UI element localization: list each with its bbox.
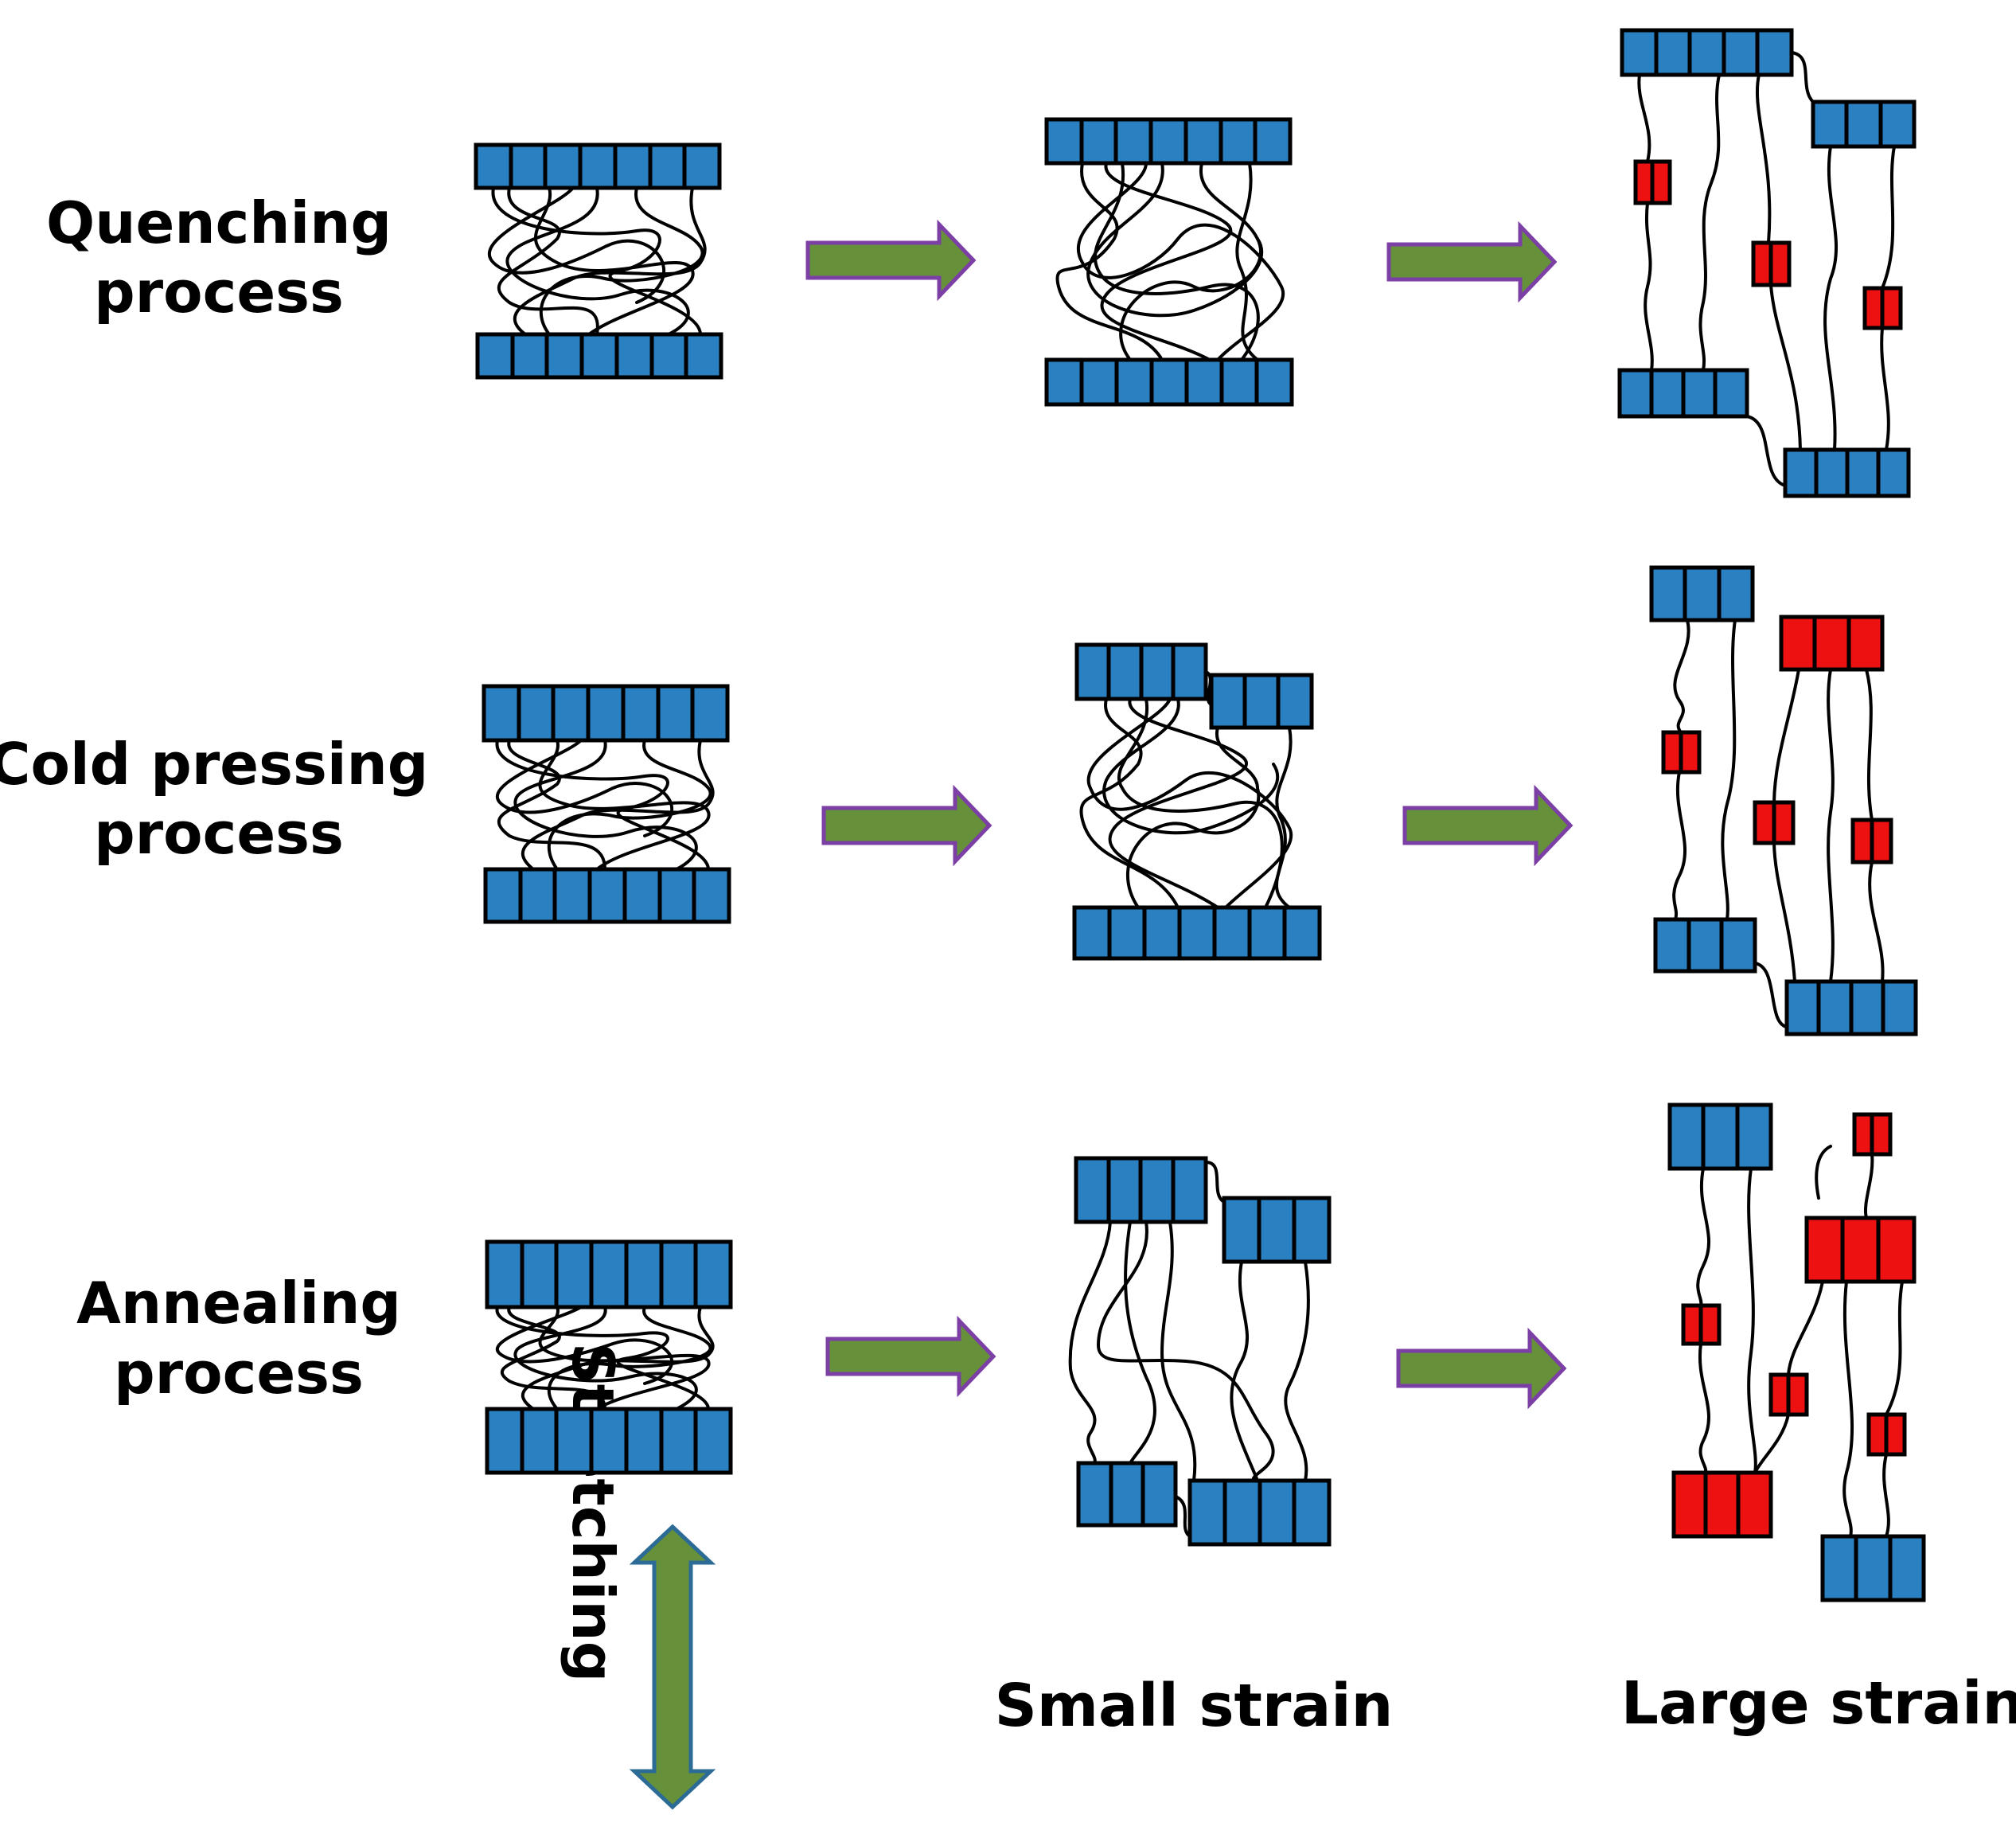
annealing-large-strain (1667, 1103, 1926, 1602)
cold-pressing-initial (482, 684, 731, 924)
crystal-block (1044, 117, 1293, 166)
arrow-right-icon (805, 219, 977, 302)
cold-pressing-large-strain (1649, 565, 1918, 1036)
crystal-block (1783, 447, 1911, 498)
red-crystal-block (1779, 615, 1885, 672)
stretched-chains (1696, 1145, 1904, 1538)
arrow-right-icon (825, 1315, 996, 1398)
row-title-line1: Annealing (76, 1270, 401, 1337)
quenching-initial (474, 142, 723, 380)
amorphous-chains (1079, 670, 1293, 909)
amorphous-chains (1055, 162, 1285, 361)
row-title-line2: process (94, 259, 344, 326)
row-title-line2: process (114, 1340, 364, 1407)
annealing-initial (485, 1239, 733, 1475)
crystal-block (483, 867, 731, 924)
cold-pressing-small-strain (1072, 642, 1322, 961)
stretching-double-arrow (629, 1524, 716, 1810)
stretched-chains (1068, 1161, 1310, 1538)
crystal-block (482, 684, 730, 743)
crystal-block (1617, 368, 1749, 419)
crystal-block (474, 142, 722, 190)
quenching-large-strain (1617, 28, 1917, 498)
amorphous-chains (495, 739, 715, 871)
amorphous-chains (495, 1305, 715, 1411)
crystal-block (1076, 1461, 1178, 1528)
crystal-block (1653, 917, 1757, 974)
arrow-right-icon (1402, 784, 1573, 867)
crystal-block (1784, 979, 1918, 1036)
arrow-right-icon (1386, 221, 1558, 303)
crystal-block (1074, 642, 1208, 701)
red-crystal-block (1852, 1112, 1893, 1157)
row-title-line1: Cold pressing (0, 731, 428, 798)
crystal-block (1209, 673, 1314, 730)
red-crystal-block (1633, 159, 1672, 205)
crystal-block (1222, 1196, 1332, 1264)
red-crystal-block (1866, 1412, 1907, 1457)
amorphous-chains (488, 186, 707, 336)
row-title-line2: process (94, 800, 344, 867)
row-label-quenching: Quenching process (46, 189, 392, 326)
red-crystal-block (1753, 800, 1796, 845)
annealing-small-strain (1068, 1156, 1332, 1547)
crystal-block (1811, 100, 1917, 149)
red-crystal-block (1768, 1372, 1809, 1417)
crystal-block (1620, 28, 1794, 77)
red-crystal-block (1850, 818, 1893, 864)
crystal-block (485, 1407, 733, 1475)
row-label-cold-pressing: Cold pressing process (0, 731, 428, 867)
column-label-small-strain: Small strain (995, 1672, 1394, 1740)
crystal-block (1649, 565, 1755, 622)
crystal-block (475, 332, 723, 380)
quenching-small-strain (1044, 117, 1294, 407)
red-crystal-block (1862, 286, 1903, 330)
crystal-block (1044, 357, 1294, 407)
crystal-block (1074, 1156, 1208, 1224)
red-crystal-block (1804, 1216, 1917, 1284)
crystal-block (485, 1239, 733, 1309)
red-crystal-block (1681, 1303, 1722, 1346)
stretched-chains (1672, 619, 1885, 1028)
arrow-right-icon (1396, 1327, 1567, 1410)
crystal-block (1820, 1534, 1926, 1602)
crystal-block (1072, 905, 1322, 961)
process-arrows (805, 219, 1573, 1410)
column-label-large-strain: Large strain (1621, 1669, 2016, 1738)
row-title-line1: Quenching (46, 189, 392, 256)
crystal-block (1187, 1478, 1332, 1547)
row-label-annealing: Annealing process (76, 1270, 401, 1407)
red-crystal-block (1661, 730, 1702, 775)
stretched-chains (1637, 51, 1896, 487)
crystal-block (1667, 1103, 1773, 1171)
red-crystal-block (1671, 1470, 1773, 1539)
red-crystal-block (1751, 240, 1792, 287)
arrow-right-icon (821, 784, 992, 867)
